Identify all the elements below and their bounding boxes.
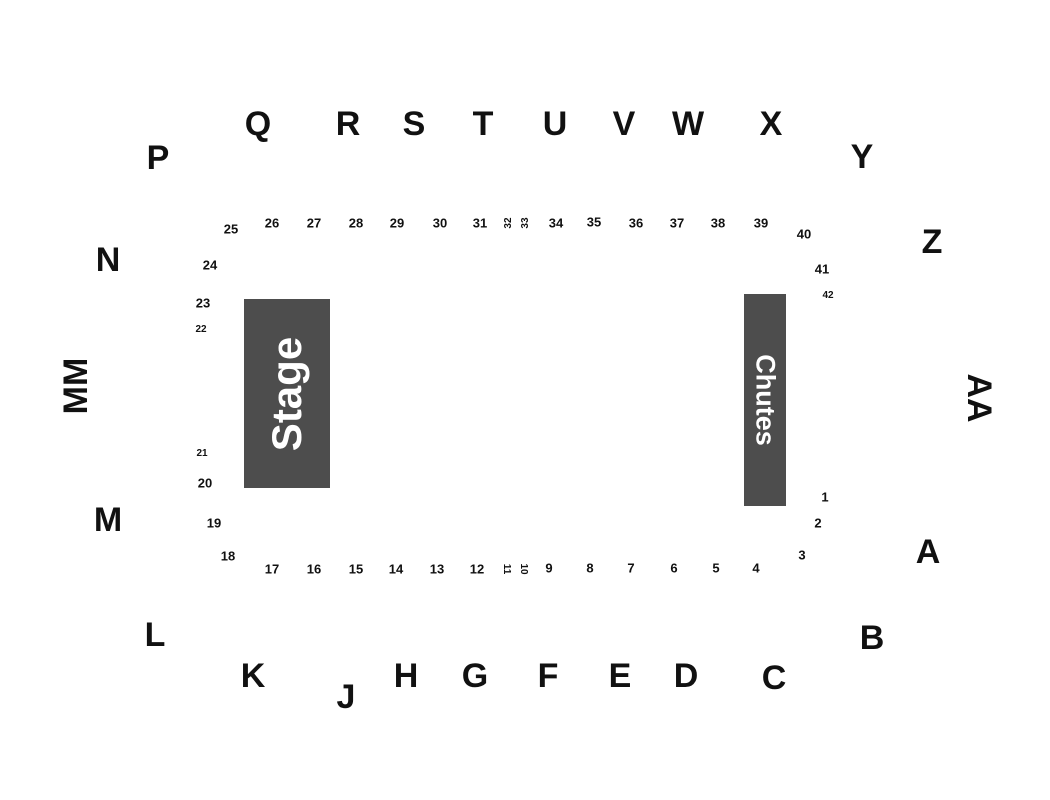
row-24[interactable]: 24 [202, 257, 218, 273]
section-z[interactable]: Z [921, 223, 943, 261]
stage-label: Stage [263, 336, 310, 451]
row-11[interactable]: 11 [501, 563, 512, 575]
row-36[interactable]: 36 [628, 215, 644, 231]
section-c[interactable]: C [761, 659, 787, 697]
section-s[interactable]: S [402, 105, 426, 143]
row-5[interactable]: 5 [712, 560, 720, 576]
section-mm[interactable]: MM [57, 357, 95, 415]
row-26[interactable]: 26 [264, 215, 280, 231]
section-x[interactable]: X [759, 105, 783, 143]
row-10[interactable]: 10 [518, 563, 529, 575]
row-22[interactable]: 22 [195, 324, 207, 335]
row-23[interactable]: 23 [195, 295, 211, 311]
section-g[interactable]: G [461, 657, 489, 695]
row-41[interactable]: 41 [814, 261, 830, 277]
section-h[interactable]: H [393, 657, 419, 695]
row-42[interactable]: 42 [822, 290, 834, 301]
row-30[interactable]: 30 [432, 215, 448, 231]
section-y[interactable]: Y [850, 138, 874, 176]
row-29[interactable]: 29 [389, 215, 405, 231]
row-35[interactable]: 35 [586, 214, 602, 230]
row-18[interactable]: 18 [220, 548, 236, 564]
row-32[interactable]: 32 [503, 217, 514, 229]
section-v[interactable]: V [612, 105, 636, 143]
row-27[interactable]: 27 [306, 215, 322, 231]
section-r[interactable]: R [335, 105, 361, 143]
section-m[interactable]: M [93, 501, 123, 539]
row-14[interactable]: 14 [388, 561, 404, 577]
row-17[interactable]: 17 [264, 561, 280, 577]
row-21[interactable]: 21 [196, 448, 208, 459]
row-34[interactable]: 34 [548, 215, 564, 231]
chutes-block: Chutes [744, 294, 786, 506]
row-3[interactable]: 3 [798, 547, 806, 563]
row-19[interactable]: 19 [206, 515, 222, 531]
row-12[interactable]: 12 [469, 561, 485, 577]
row-4[interactable]: 4 [752, 560, 760, 576]
row-1[interactable]: 1 [821, 489, 829, 505]
row-20[interactable]: 20 [197, 475, 213, 491]
row-33[interactable]: 33 [520, 217, 531, 229]
row-38[interactable]: 38 [710, 215, 726, 231]
section-k[interactable]: K [240, 657, 266, 695]
section-n[interactable]: N [95, 241, 121, 279]
row-8[interactable]: 8 [586, 560, 594, 576]
row-7[interactable]: 7 [627, 560, 635, 576]
section-d[interactable]: D [673, 657, 699, 695]
chutes-label: Chutes [750, 354, 781, 446]
row-39[interactable]: 39 [753, 215, 769, 231]
stage-block: Stage [244, 299, 330, 488]
section-a[interactable]: A [915, 533, 941, 571]
row-9[interactable]: 9 [545, 560, 553, 576]
row-25[interactable]: 25 [223, 221, 239, 237]
section-b[interactable]: B [859, 619, 885, 657]
row-15[interactable]: 15 [348, 561, 364, 577]
section-u[interactable]: U [542, 105, 568, 143]
section-p[interactable]: P [146, 139, 170, 177]
row-40[interactable]: 40 [796, 226, 812, 242]
section-aa[interactable]: AA [960, 373, 998, 423]
section-e[interactable]: E [608, 657, 632, 695]
section-w[interactable]: W [671, 105, 705, 143]
section-q[interactable]: Q [244, 105, 272, 143]
row-2[interactable]: 2 [814, 515, 822, 531]
row-13[interactable]: 13 [429, 561, 445, 577]
row-6[interactable]: 6 [670, 560, 678, 576]
section-t[interactable]: T [472, 105, 494, 143]
row-31[interactable]: 31 [472, 215, 488, 231]
section-j[interactable]: J [336, 678, 356, 716]
row-16[interactable]: 16 [306, 561, 322, 577]
section-l[interactable]: L [144, 616, 166, 654]
row-28[interactable]: 28 [348, 215, 364, 231]
section-f[interactable]: F [537, 657, 559, 695]
row-37[interactable]: 37 [669, 215, 685, 231]
